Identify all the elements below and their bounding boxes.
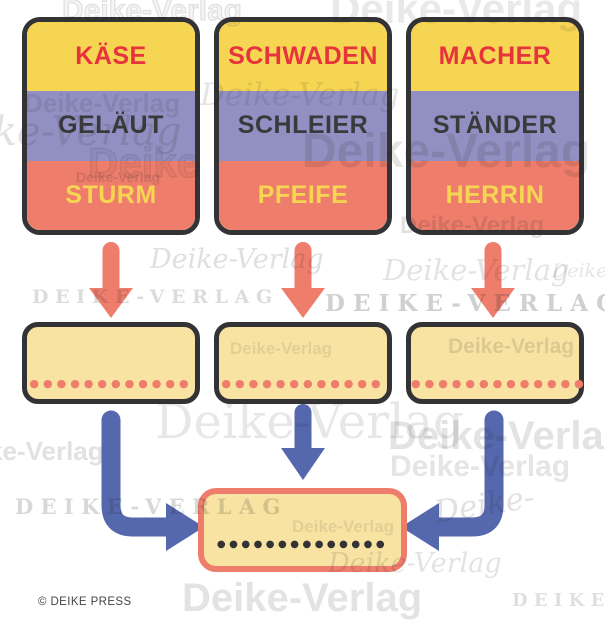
watermark-text: DEIKE-VERLAG (512, 590, 605, 611)
card3-purple-band: STÄNDER (411, 91, 579, 161)
down-arrow-blue-middle (281, 404, 325, 480)
puzzle-card-1: KÄSE GELÄUT STURM (22, 17, 200, 235)
puzzle-card-3: MACHER STÄNDER HERRIN (406, 17, 584, 235)
answer-box-2-dotted-line: ●●●●●●●●●●●● (221, 377, 385, 390)
watermark-text: Deike- (552, 260, 605, 282)
card2-salmon-band: PFEIFE (219, 160, 387, 230)
card2-middle-word: SCHLEIER (237, 111, 369, 140)
card1-salmon-band: STURM (27, 160, 195, 230)
watermark-text: ke-Verlag (0, 436, 104, 466)
card3-top-word: MACHER (438, 42, 552, 71)
card3-bottom-word: HERRIN (445, 180, 545, 209)
watermark-text: DEIKE-VERLAG (32, 286, 279, 308)
card3-yellow-band: MACHER (411, 22, 579, 92)
card1-top-word: KÄSE (75, 42, 147, 71)
answer-box-3: ●●●●●●●●●●●●● (406, 322, 584, 404)
elbow-arrow-blue-right (401, 410, 504, 551)
card1-middle-word: GELÄUT (58, 111, 164, 140)
down-arrow-salmon-3 (471, 242, 515, 318)
card3-salmon-band: HERRIN (411, 160, 579, 230)
answer-box-1-dotted-line: ●●●●●●●●●●●● (29, 377, 193, 390)
card2-purple-band: SCHLEIER (219, 91, 387, 161)
puzzle-card-2: SCHWADEN SCHLEIER PFEIFE (214, 17, 392, 235)
card2-top-word: SCHWADEN (228, 42, 378, 71)
watermark-text: Deike-Verlag (182, 576, 423, 620)
answer-box-3-dotted-line: ●●●●●●●●●●●●● (411, 377, 588, 390)
card1-purple-band: GELÄUT (27, 91, 195, 161)
final-answer-box: ●●●●●●●●●●●●●● (198, 488, 407, 572)
final-answer-dotted-line: ●●●●●●●●●●●●●● (216, 539, 389, 550)
answer-box-1: ●●●●●●●●●●●● (22, 322, 200, 404)
card1-yellow-band: KÄSE (27, 22, 195, 92)
down-arrow-salmon-2 (281, 242, 325, 318)
card2-bottom-word: PFEIFE (257, 180, 349, 209)
copyright-notice: © DEIKE PRESS (38, 596, 132, 608)
watermark-text: DEIKE-VERLAG (325, 290, 605, 317)
card3-middle-word: STÄNDER (432, 111, 558, 140)
answer-box-2: ●●●●●●●●●●●● (214, 322, 392, 404)
card1-bottom-word: STURM (65, 180, 157, 209)
elbow-arrow-blue-left (101, 410, 204, 551)
down-arrow-salmon-1 (89, 242, 133, 318)
card2-yellow-band: SCHWADEN (219, 22, 387, 92)
